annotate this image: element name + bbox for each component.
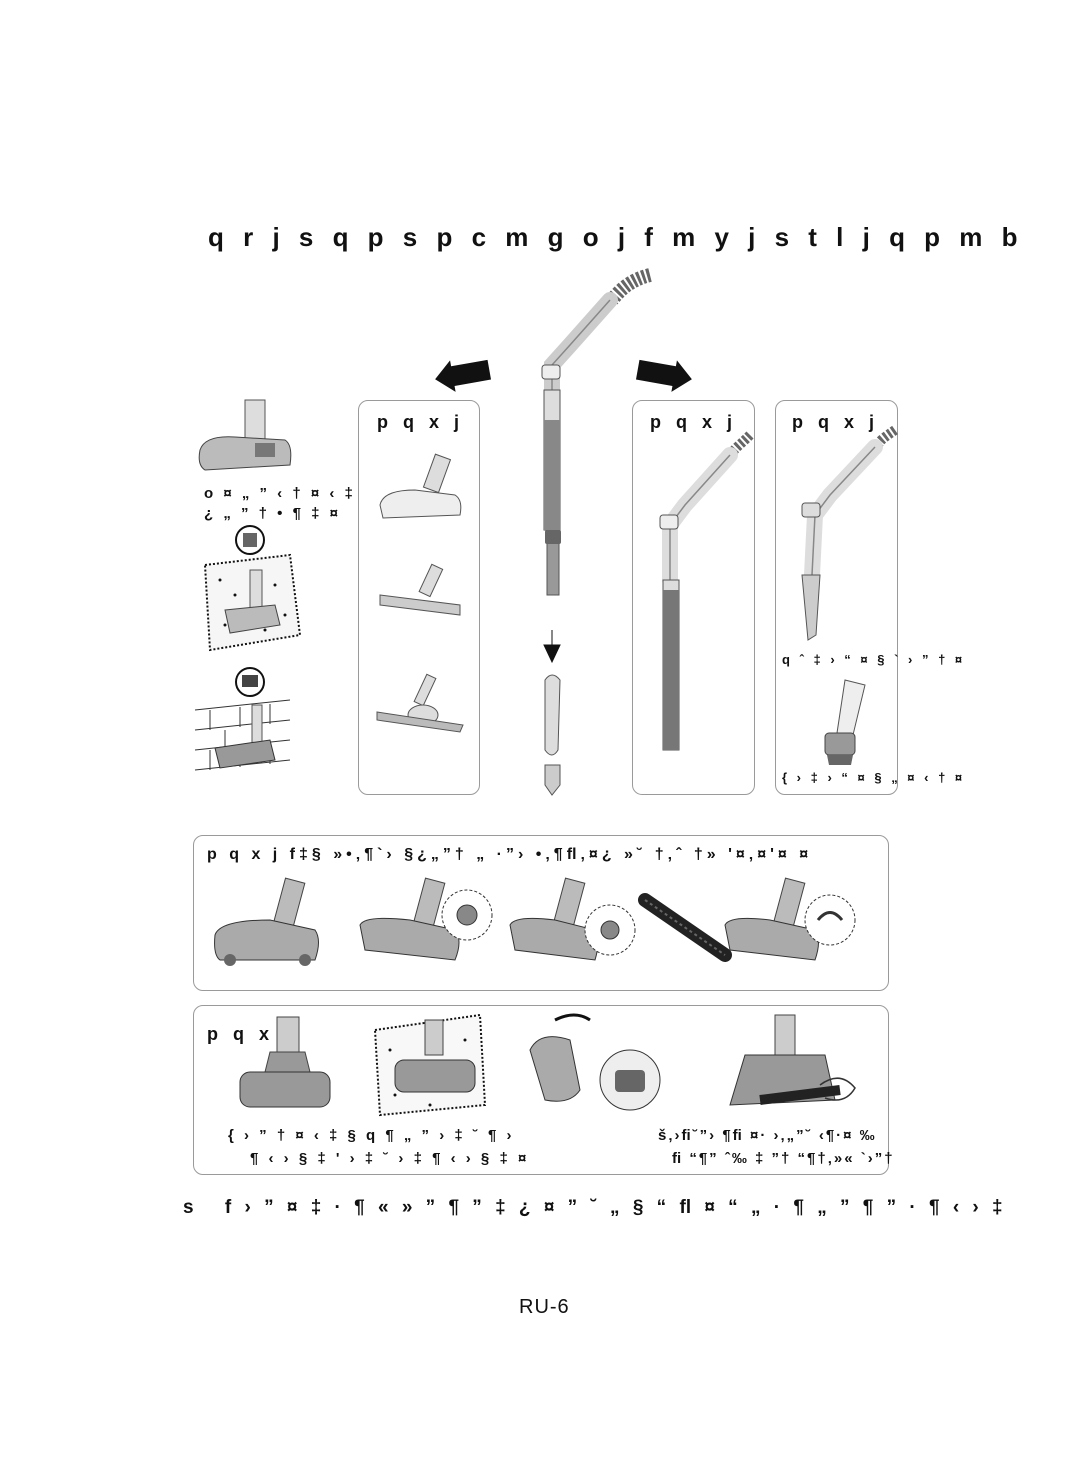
arrow-right-down-icon (635, 359, 692, 392)
turbo-brush-cleaning-illustration (729, 1014, 856, 1106)
caption-turbo-left-1: { › ” † ¤ ‹ ‡ § q ¶ „ ” › ‡ ˘ ¶ › (228, 1127, 515, 1144)
note-text: f › ” ¤ ‡ · ¶ « » ” ¶ ” ‡ ¿ ¤ ” ˘ „ § “ … (224, 1197, 1007, 1218)
crevice-tool-illustration (801, 425, 898, 641)
page-title: q r j s q p s p c m g o j f m y j s t l … (208, 222, 1024, 252)
dusting-brush-illustration (824, 679, 866, 765)
hard-floor-mode-illustration (194, 667, 291, 771)
brush-roller-illustration (638, 893, 732, 962)
panel-d-label: p q x j f‡§ »•‚¶`› §¿„”† „ ·”› •‚¶ﬂ‚¤¿ »… (207, 846, 813, 863)
crevice-brush-panel (775, 400, 898, 795)
nozzle-step-3-illustration (509, 877, 636, 961)
carpet-mode-illustration (203, 525, 302, 652)
parquet-nozzle-illustration (379, 563, 461, 616)
caption-floor-2: ¿ „ ” † • ¶ ‡ ¤ (204, 505, 341, 522)
caption-turbo-left-2: ¶ ‹ › § ‡ ' › ‡ ˘ › ‡ ¶ ‹ › § ‡ ¤ (250, 1150, 530, 1167)
caption-floor-1: o ¤ „ ” ‹ † ¤ ‹ ‡ § (204, 485, 375, 502)
arrow-left-down-icon (435, 359, 492, 392)
nozzle-step-5-illustration (724, 877, 856, 961)
note-row: s f › ” ¤ ‡ · ¶ « » ” ¶ ” ‡ ¿ ¤ ” ˘ „ § … (183, 1197, 1007, 1219)
turbo-brush-illustration (239, 1016, 331, 1108)
page-number: RU-6 (519, 1296, 570, 1318)
panel-a-label: p q x j (377, 412, 465, 432)
telescopic-tube-panel (632, 400, 755, 795)
caption-brush: { › ‡ › “ ¤ § „ ¤ ‹ † ¤ (782, 770, 966, 785)
panel-b-label: p q x j (650, 412, 738, 432)
note-icon: s (183, 1197, 198, 1218)
combination-nozzle-illustration (379, 453, 462, 519)
panel-c-label: p q x j (792, 412, 880, 432)
caption-turbo-right-1: š‚›ﬁ˘”› ¶ﬁ ¤· ›‚„”˘ ‹¶·¤ ‰ (658, 1127, 877, 1144)
hose-wand-illustration (541, 268, 652, 796)
hard-floor-nozzle-illustration (376, 673, 464, 733)
panel-e-label: p q x j (207, 1024, 295, 1044)
turbo-brush-open-illustration (529, 1013, 661, 1111)
nozzle-step-1-illustration (214, 877, 319, 966)
caption-turbo-right-2: ﬁ “¶” ˆ‰ ‡ ”† “¶†‚»« `›”† (672, 1150, 895, 1167)
nozzle-options-panel (358, 400, 480, 795)
telescopic-tube-illustration (659, 431, 754, 751)
nozzle-step-2-illustration (359, 877, 493, 961)
nozzle-cleaning-panel (193, 835, 889, 991)
floor-nozzle-illustration (198, 399, 292, 471)
turbo-brush-carpet-illustration (373, 1013, 487, 1117)
caption-crevice: q ˆ ‡ › “ ¤ § ` › ” † ¤ (782, 652, 966, 667)
